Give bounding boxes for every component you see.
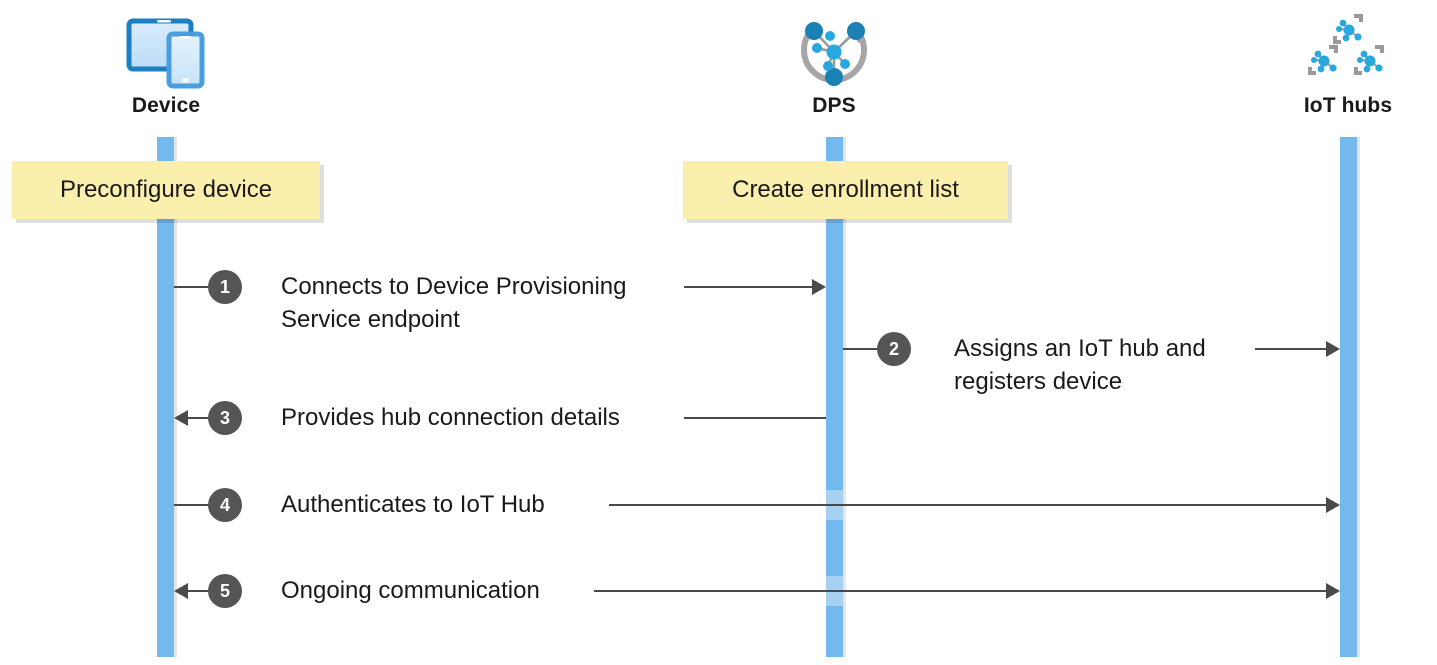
message-2-label: Assigns an IoT hub and registers device [954,335,1206,395]
message-4-badge: 4 [208,488,242,522]
message-1-arrowhead-right [812,279,826,295]
message-5-arrowhead-left [174,583,188,599]
actor-iot-hubs: IoT hubs [1238,14,1437,118]
message-3-label: Provides hub connection details [281,404,620,431]
message-3-badge: 3 [208,401,242,435]
message-4-line-right [609,504,1326,506]
message-1-line-right [684,286,812,288]
lifeline-dps [826,137,843,657]
message-2-line-right [1255,348,1326,350]
message-3-line-right [684,417,826,419]
lifeline-iot-hubs [1340,137,1357,657]
message-3-arrowhead-left [174,410,188,426]
message-2-badge: 2 [877,332,911,366]
actor-label-device: Device [131,94,201,117]
devices-tablet-phone-icon [56,14,276,92]
message-2-arrowhead-right [1326,341,1340,357]
message-5-line-right [594,590,1326,592]
iot-hubs-cluster-icon [1238,14,1437,92]
message-1-badge: 1 [208,270,242,304]
message-4-arrowhead-right [1326,497,1340,513]
message-1-label: Connects to Device Provisioning Service … [281,273,627,333]
actor-dps: DPS [724,14,944,118]
note-preconfigure-device-text: Preconfigure device [59,176,273,203]
note-preconfigure-device: Preconfigure device [12,161,320,219]
message-5-label: Ongoing communication [281,577,540,604]
actor-label-dps: DPS [812,94,856,117]
dps-hub-ring-icon [724,14,944,92]
message-4-label: Authenticates to IoT Hub [281,491,545,518]
lifeline-device [157,137,174,657]
actor-device: Device [56,14,276,118]
message-5-badge: 5 [208,574,242,608]
actor-label-iot-hubs: IoT hubs [1303,94,1393,117]
note-create-enrollment-list: Create enrollment list [683,161,1008,219]
message-5-arrowhead-right [1326,583,1340,599]
note-create-enrollment-list-text: Create enrollment list [732,176,959,203]
